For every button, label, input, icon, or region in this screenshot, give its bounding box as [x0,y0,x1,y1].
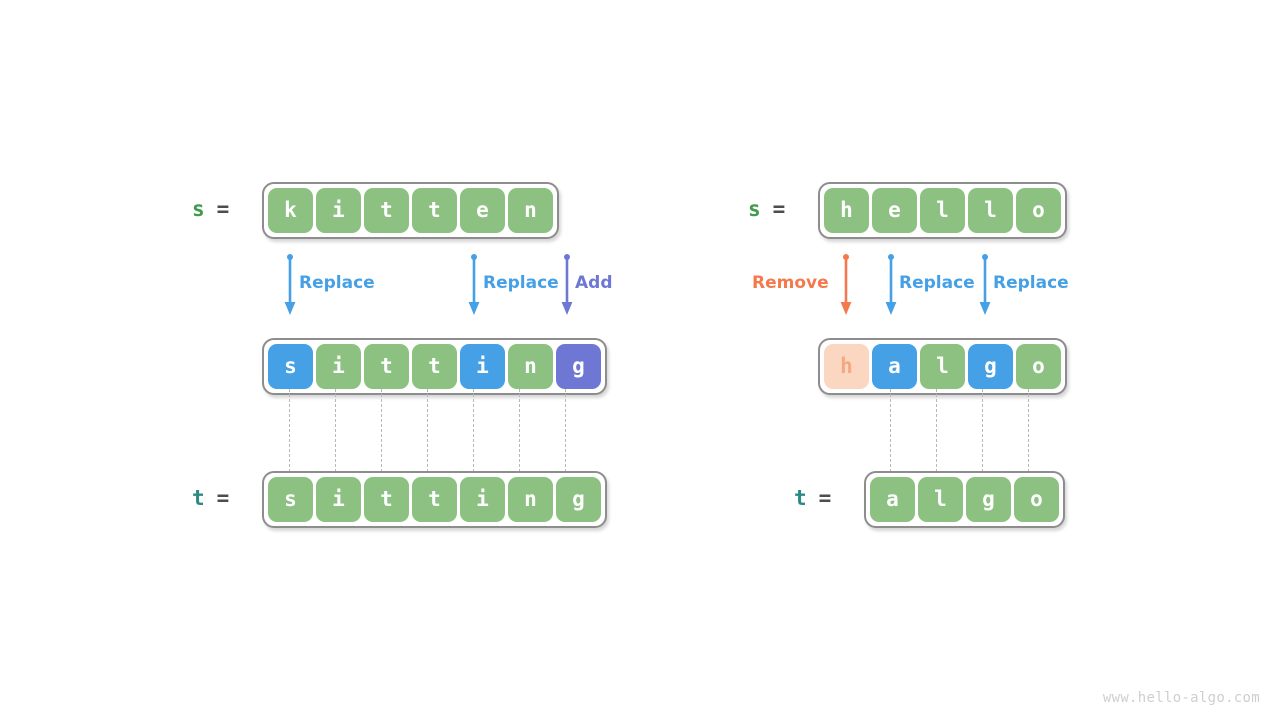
string-cell: n [508,188,553,233]
string-cell: a [870,477,915,522]
string-cell: i [460,477,505,522]
left-target-label: t= [192,488,230,509]
right-source-label: s= [748,199,786,220]
string-cell: a [872,344,917,389]
string-cell: s [268,344,313,389]
connector-line [982,389,983,472]
right-target-label: t= [794,488,832,509]
string-cell: o [1016,344,1061,389]
connector-line [427,389,428,472]
operation-label-replace: Replace [483,273,559,293]
operation-arrow-replace [466,254,482,316]
string-cell: t [364,344,409,389]
string-cell: l [920,188,965,233]
operation-arrow-replace [282,254,298,316]
string-cell: s [268,477,313,522]
string-cell: e [872,188,917,233]
string-cell: g [966,477,1011,522]
string-cell: g [968,344,1013,389]
left-intermediate-string-box: s i t t i n g [262,338,607,395]
right-source-var-name: s [748,197,762,221]
operation-arrow-add [559,254,575,316]
operation-label-replace: Replace [899,273,975,293]
string-cell: h [824,188,869,233]
string-cell: o [1014,477,1059,522]
string-cell: i [316,477,361,522]
connector-line [1028,389,1029,472]
right-source-equals: = [772,197,787,221]
string-cell: l [918,477,963,522]
right-target-var-name: t [794,486,808,510]
connector-line [519,389,520,472]
connector-line [289,389,290,472]
string-cell: o [1016,188,1061,233]
string-cell: t [364,188,409,233]
watermark: www.hello-algo.com [1102,690,1260,706]
operation-label-replace: Replace [299,273,375,293]
left-source-string-box: k i t t e n [262,182,559,239]
string-cell: i [460,344,505,389]
string-cell: i [316,188,361,233]
string-cell: n [508,344,553,389]
operation-arrow-replace [977,254,993,316]
string-cell: t [412,477,457,522]
left-source-label: s= [192,199,230,220]
connector-line [473,389,474,472]
operation-arrow-replace [883,254,899,316]
string-cell: e [460,188,505,233]
connector-line [381,389,382,472]
string-cell: g [556,344,601,389]
right-source-string-box: h e l l o [818,182,1067,239]
operation-arrow-remove [838,254,854,316]
left-source-equals: = [216,197,231,221]
connector-line [565,389,566,472]
connector-line [890,389,891,472]
operation-label-replace: Replace [993,273,1069,293]
right-target-string-box: a l g o [864,471,1065,528]
string-cell: n [508,477,553,522]
right-intermediate-string-box: h a l g o [818,338,1067,395]
left-target-var-name: t [192,486,206,510]
string-cell: k [268,188,313,233]
operation-label-add: Add [575,273,613,293]
string-cell: t [364,477,409,522]
string-cell: l [920,344,965,389]
operation-label-remove: Remove [752,273,829,293]
left-source-var-name: s [192,197,206,221]
connector-line [936,389,937,472]
right-target-equals: = [818,486,833,510]
left-target-equals: = [216,486,231,510]
string-cell: l [968,188,1013,233]
string-cell: t [412,344,457,389]
string-cell: i [316,344,361,389]
connector-line [335,389,336,472]
string-cell: h [824,344,869,389]
string-cell: t [412,188,457,233]
left-target-string-box: s i t t i n g [262,471,607,528]
string-cell: g [556,477,601,522]
